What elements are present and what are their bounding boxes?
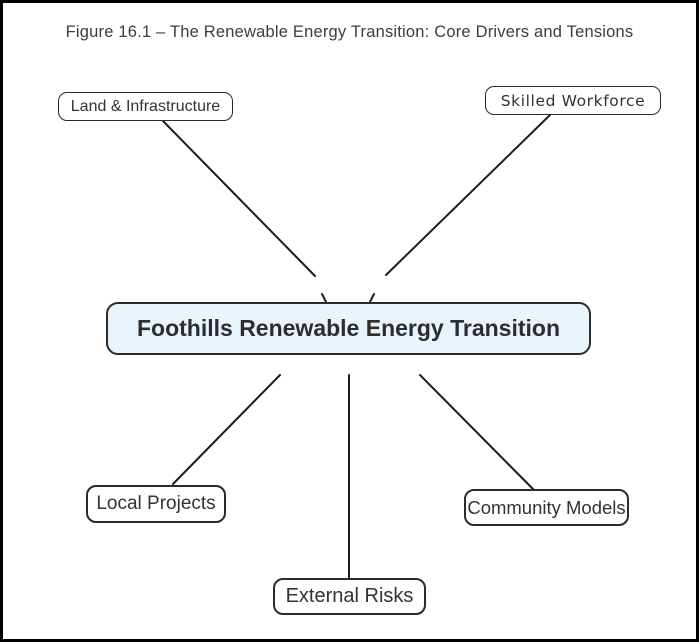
edge-center-local bbox=[172, 374, 281, 485]
figure-title: Figure 16.1 – The Renewable Energy Trans… bbox=[65, 23, 634, 41]
edge-center-land-stub bbox=[321, 293, 327, 303]
node-land-infrastructure[interactable]: Land & Infrastructure bbox=[58, 92, 233, 121]
node-local-projects[interactable]: Local Projects bbox=[86, 485, 226, 523]
node-land-infrastructure-label: Land & Infrastructure bbox=[70, 97, 221, 115]
edge-center-community bbox=[419, 374, 534, 490]
node-local-projects-label: Local Projects bbox=[96, 493, 216, 514]
node-skilled-workforce[interactable]: Skilled Workforce bbox=[485, 86, 661, 115]
edge-lines bbox=[162, 114, 551, 579]
node-community-models-label: Community Models bbox=[467, 496, 626, 518]
node-center-foothills-transition[interactable]: Foothills Renewable Energy Transition bbox=[106, 302, 591, 355]
edge-center-skilled bbox=[385, 114, 551, 276]
node-community-models[interactable]: Community Models bbox=[464, 489, 629, 526]
node-external-risks[interactable]: External Risks bbox=[273, 578, 426, 615]
node-external-risks-label: External Risks bbox=[285, 585, 414, 607]
edge-center-land bbox=[162, 120, 316, 277]
edge-center-skilled-stub bbox=[369, 293, 375, 303]
node-center-label: Foothills Renewable Energy Transition bbox=[136, 315, 561, 341]
node-skilled-workforce-label: Skilled Workforce bbox=[500, 91, 646, 110]
